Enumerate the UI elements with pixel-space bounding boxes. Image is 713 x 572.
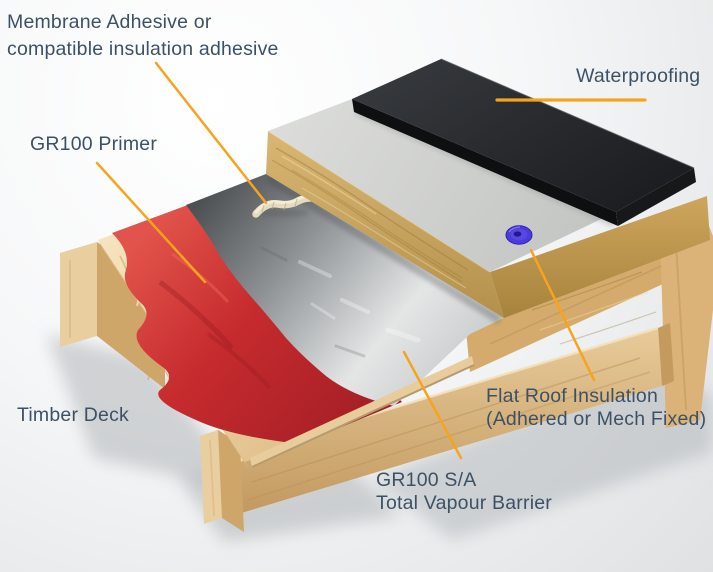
label-line: Total Vapour Barrier [376, 491, 552, 514]
mechanical-fixing-disc [505, 225, 533, 245]
label-line: (Adhered or Mech Fixed) [486, 407, 707, 430]
membrane-top [352, 59, 694, 212]
foil-crinkles [260, 246, 421, 358]
shadow-right [372, 362, 713, 540]
shadow-left [46, 334, 250, 492]
deck-edge-batten [250, 356, 475, 468]
label-gr100-primer: GR100 Primer [30, 131, 157, 158]
membrane-right-edge [616, 168, 696, 226]
timber-joist-bottom [200, 430, 258, 532]
waterproofing-membrane [352, 58, 696, 226]
wood-grain [675, 243, 687, 411]
bead-shadow [257, 209, 309, 217]
label-line: compatible insulation adhesive [7, 37, 279, 60]
label-line: Waterproofing [576, 65, 701, 87]
wood-grain [251, 357, 641, 483]
label-gr100-sa: GR100 S/A Total Vapour Barrier [376, 469, 552, 514]
insulation-board [266, 130, 710, 345]
insulation-face-left [266, 131, 504, 318]
disc-highlight [508, 226, 521, 233]
membrane-front-edge [352, 99, 618, 226]
label-flat-roof-insulation: Flat Roof Insulation (Adhered or Mech Fi… [486, 385, 706, 430]
primer-streak [206, 332, 272, 390]
insulation-fibre-texture [271, 147, 657, 345]
label-line: Membrane Adhesive or [7, 11, 212, 33]
leader-membrane-adhesive [154, 61, 268, 205]
wood-grain [489, 261, 671, 345]
label-line: GR100 S/A [376, 469, 477, 491]
beam-end-face [658, 323, 674, 386]
insulation-face-right [490, 196, 710, 318]
leader-lines [95, 61, 647, 460]
label-line: GR100 Primer [30, 133, 158, 155]
label-line: Timber Deck [17, 404, 129, 426]
primer-streak [158, 280, 234, 350]
label-membrane-adhesive: Membrane Adhesive or compatible insulati… [7, 9, 279, 62]
label-line: Flat Roof Insulation [486, 385, 659, 407]
leader-gr100-primer [95, 161, 207, 284]
wood-grain [209, 439, 215, 517]
fixing-hole [513, 231, 522, 237]
bead-texture [261, 198, 298, 213]
batten-groove [251, 364, 475, 468]
leader-flat-roof-insulation [529, 248, 596, 382]
label-timber-deck: Timber Deck [17, 402, 129, 429]
label-waterproofing: Waterproofing [576, 63, 700, 90]
membrane-far-edge-highlight [440, 58, 695, 169]
leader-gr100-sa [402, 350, 463, 460]
